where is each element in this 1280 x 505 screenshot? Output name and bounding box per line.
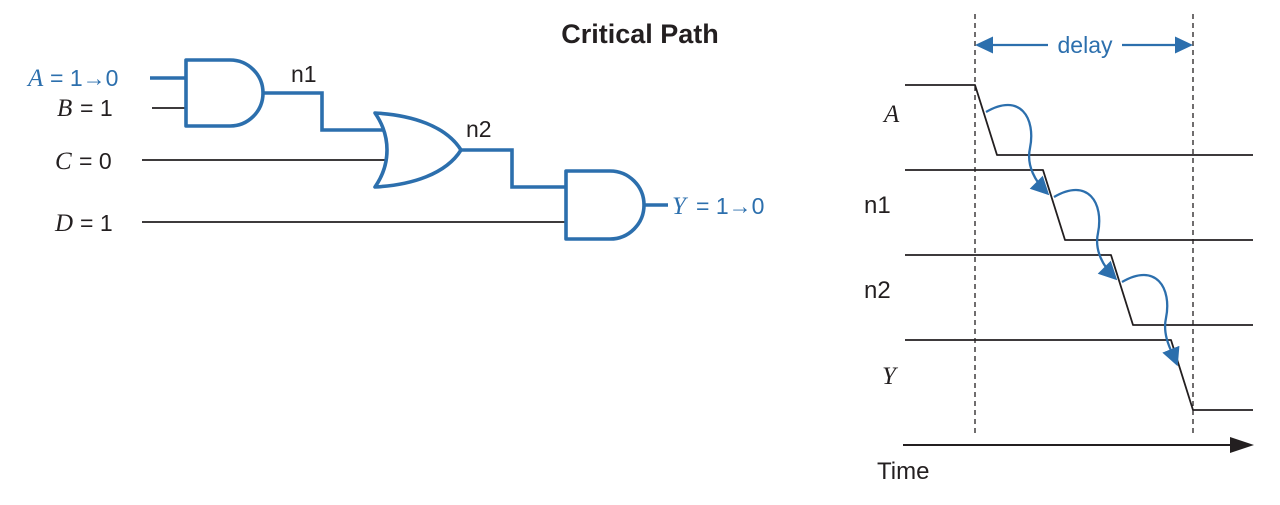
wire-n2	[459, 148, 572, 189]
timing-diagram: delay A n1 n2 Y Time	[864, 14, 1254, 485]
waveform-y	[905, 339, 1253, 411]
net-label-n1: n1	[291, 61, 317, 87]
signal-label-n1: n1	[864, 192, 891, 219]
input-label-b: B = 1	[57, 95, 113, 122]
delay-label: delay	[1058, 32, 1113, 58]
input-a-name: A	[26, 65, 44, 92]
input-d-value: = 1	[80, 210, 113, 236]
input-label-d: D = 1	[54, 210, 113, 237]
output-label-y: Y = 1→0	[672, 193, 764, 220]
input-b-name: B	[57, 95, 72, 122]
causal-arrow-n2-to-y	[1121, 273, 1180, 367]
output-y-name: Y	[672, 193, 689, 220]
input-c-value: = 0	[79, 148, 112, 174]
or-gate	[373, 111, 463, 189]
input-d-name: D	[54, 210, 73, 237]
figure-title: Critical Path	[561, 19, 719, 49]
delay-arrowhead-left	[975, 36, 993, 54]
wire-n1	[262, 91, 392, 132]
input-c-name: C	[55, 148, 72, 175]
circuit-diagram: A = 1→0 B = 1 C = 0 D = 1 n1 n2 Y = 1→0	[26, 58, 764, 241]
signal-label-n2: n2	[864, 277, 891, 304]
input-a-value: = 1→0	[50, 65, 118, 91]
input-label-c: C = 0	[55, 148, 112, 175]
time-axis	[903, 437, 1254, 453]
input-label-a: A = 1→0	[26, 65, 118, 92]
delay-arrowhead-right	[1175, 36, 1193, 54]
waveform-n1	[905, 169, 1253, 241]
time-axis-arrowhead	[1230, 437, 1254, 453]
causal-arrow-n1-to-n2	[1053, 188, 1118, 281]
and-gate-2	[564, 169, 646, 241]
input-b-value: = 1	[80, 95, 113, 121]
waveform-a	[905, 84, 1253, 156]
delay-annotation: delay	[975, 32, 1193, 58]
net-label-n2: n2	[466, 116, 492, 142]
output-y-value: = 1→0	[696, 193, 764, 219]
signal-label-y: Y	[882, 363, 899, 390]
time-label: Time	[877, 458, 929, 485]
and-gate-1	[184, 58, 265, 128]
signal-label-a: A	[882, 101, 900, 128]
causal-arrow-a-to-n1	[985, 103, 1050, 196]
waveform-n2	[905, 254, 1253, 326]
